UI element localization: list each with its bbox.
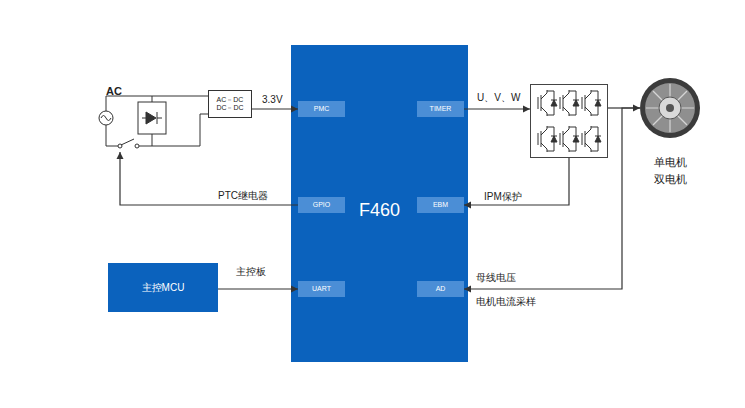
node-text: GPIO <box>313 201 331 209</box>
edge-label: PTC继电器 <box>218 189 268 203</box>
motor: 单电机 双电机 <box>640 78 700 138</box>
port-box: UART <box>298 281 345 297</box>
mcu-chip: F460PMCTIMERGPIOEBMUARTAD <box>291 45 468 362</box>
connector-line <box>218 288 298 289</box>
node-text: EBM <box>433 201 448 209</box>
port-box: AD <box>417 281 464 297</box>
igbt-symbol <box>582 126 601 152</box>
inverter-bridge <box>530 84 608 158</box>
igbt-symbol <box>538 126 557 152</box>
connector <box>464 106 530 113</box>
igbt-symbol <box>560 126 579 152</box>
node-text: AD <box>436 285 446 293</box>
node-text: AC <box>106 85 122 98</box>
connector-line <box>120 152 298 205</box>
arrow-head <box>633 105 640 112</box>
node-text: UART <box>312 285 331 293</box>
main-controller-box: 主控MCU <box>108 263 218 312</box>
node-text: PMC <box>314 105 330 113</box>
node-text: AC－DC <box>217 96 244 104</box>
connector-line <box>464 158 569 205</box>
edge-label: U、V、W <box>477 91 520 105</box>
port-box: TIMER <box>417 101 464 117</box>
signal-label: 电机电流采样 <box>476 295 536 309</box>
port-box: EBM <box>417 197 464 213</box>
node-text: DC－DC <box>216 104 243 112</box>
igbt-symbol <box>582 90 601 116</box>
edge-label: IPM保护 <box>484 190 522 204</box>
connector <box>464 158 569 209</box>
igbt-symbols <box>538 90 601 152</box>
edge-label: 3.3V <box>262 94 283 105</box>
ac-wiring <box>99 96 208 148</box>
port-box: PMC <box>298 101 345 117</box>
edge-label: 母线电压 <box>476 271 516 285</box>
connector <box>117 152 299 205</box>
motor-image <box>640 78 700 138</box>
connector-line <box>464 108 530 109</box>
igbt-symbol <box>538 90 557 116</box>
arrow-head <box>523 106 530 113</box>
connector-line <box>608 107 640 108</box>
connector <box>464 108 640 293</box>
node-text: TIMER <box>430 105 452 113</box>
arrow-head <box>117 152 124 159</box>
node-text: 主控MCU <box>142 282 185 294</box>
connector <box>218 286 298 293</box>
ac-circuit: AC <box>96 84 208 152</box>
node-text: 单电机 双电机 <box>652 154 688 188</box>
connector <box>608 105 640 112</box>
igbt-symbol <box>560 90 579 116</box>
port-box: GPIO <box>298 197 345 213</box>
connector-line <box>464 108 640 289</box>
converter-box: AC－DCDC－DC <box>208 90 252 118</box>
edge-label: 主控板 <box>236 265 266 279</box>
